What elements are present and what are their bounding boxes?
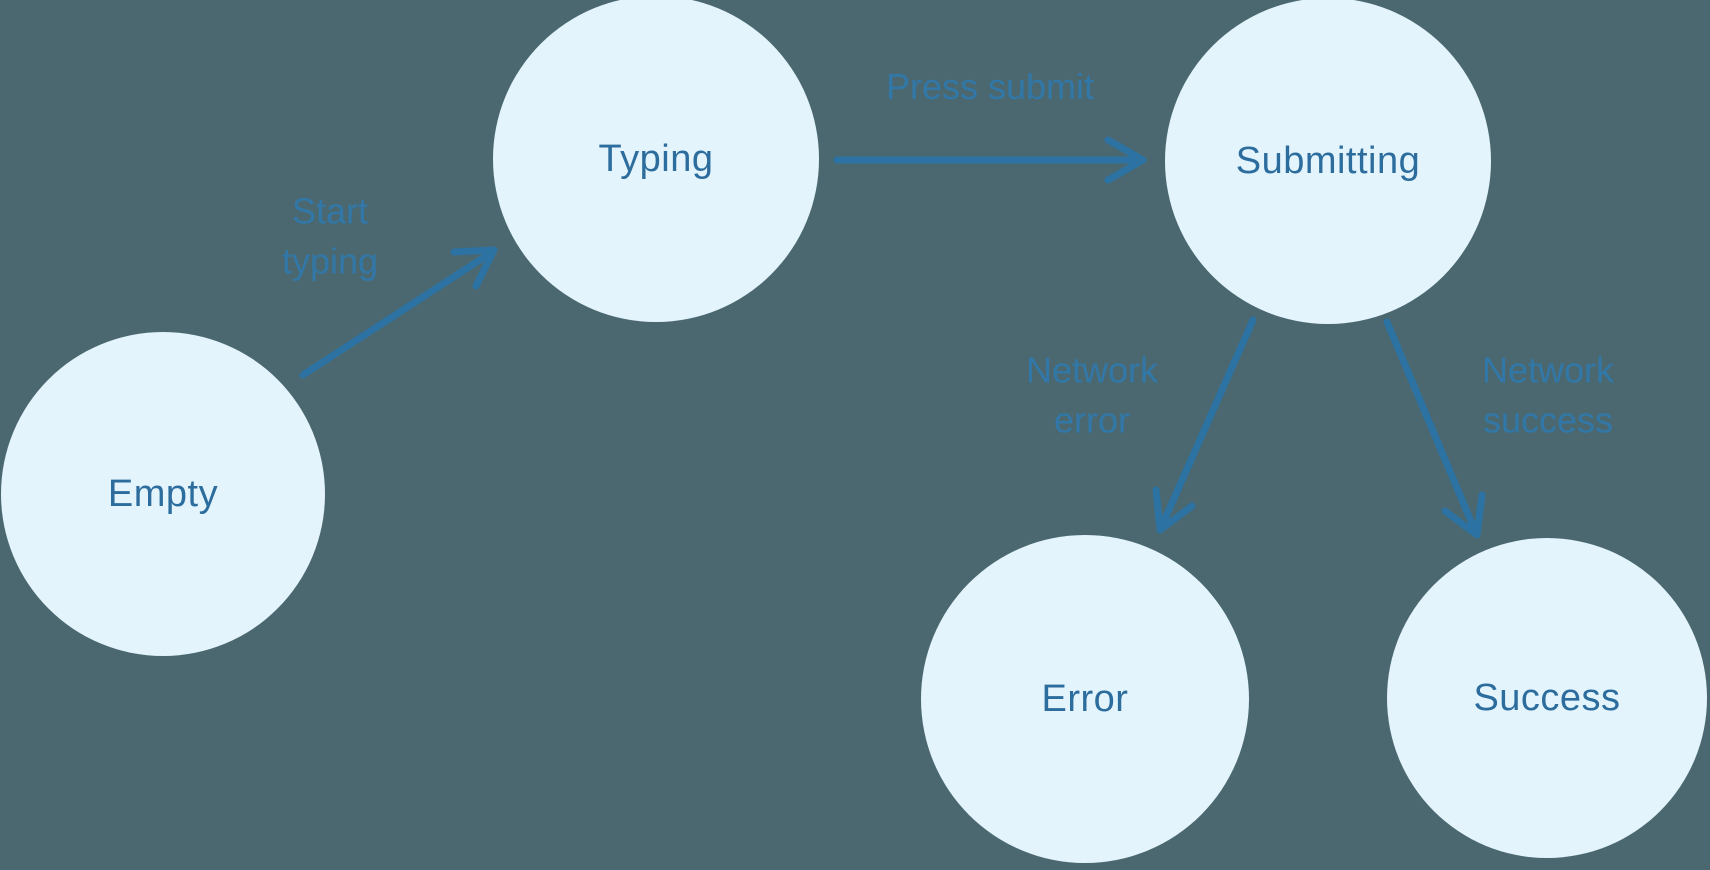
edge-label-network-error: Network error	[1025, 349, 1159, 441]
edge-arrow-network-success	[1383, 318, 1486, 539]
arrowhead-icon	[1104, 136, 1147, 184]
edge-arrow-network-error	[1152, 316, 1257, 534]
state-label-typing: Typing	[598, 137, 714, 180]
arrowhead-icon	[1152, 486, 1196, 534]
edge-arrow-start-typing	[299, 246, 498, 379]
state-label-error: Error	[1041, 677, 1129, 720]
edge-arrow-press-submit	[833, 136, 1147, 184]
state-label-submitting: Submitting	[1235, 139, 1421, 182]
state-node-empty: Empty	[1, 332, 325, 656]
arrowhead-icon	[450, 246, 498, 290]
state-node-success: Success	[1387, 538, 1707, 858]
state-node-typing: Typing	[493, 0, 819, 322]
arrowhead-icon	[1441, 491, 1486, 539]
state-node-submitting: Submitting	[1165, 0, 1491, 324]
state-label-empty: Empty	[107, 472, 219, 515]
edge-label-start-typing: Start typing	[281, 190, 379, 282]
edge-label-network-success: Network success	[1481, 349, 1615, 441]
edge-label-press-submit: Press submit	[885, 65, 1095, 107]
state-label-success: Success	[1473, 676, 1621, 719]
state-node-error: Error	[921, 535, 1249, 863]
